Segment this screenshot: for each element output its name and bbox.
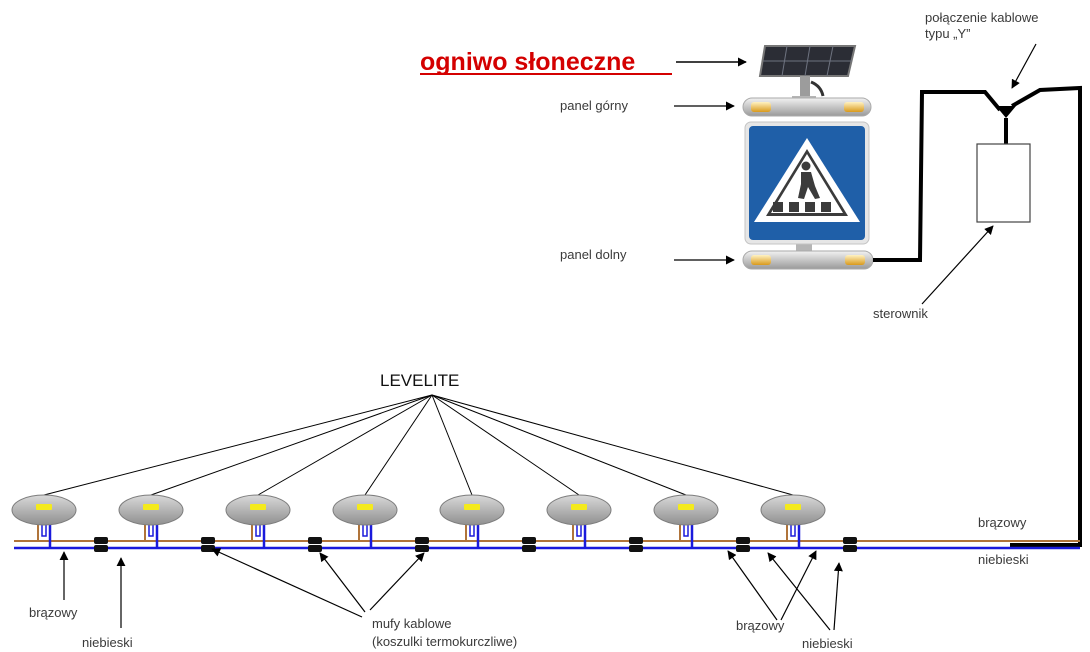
levelite-pointer-line xyxy=(43,394,433,496)
stud-lamp xyxy=(250,504,266,510)
cable-sleeve-icon xyxy=(843,537,857,552)
panel-top-label: panel górny xyxy=(560,98,628,113)
brown-wire-label-right: brązowy xyxy=(978,515,1027,530)
cable-sleeve-icon xyxy=(736,537,750,552)
cable-to-y-left xyxy=(873,90,1002,262)
sleeve-blue xyxy=(843,545,857,552)
solar-cell-title: ogniwo słoneczne xyxy=(420,48,635,76)
stud-lamp xyxy=(143,504,159,510)
cable-sleeve-icon xyxy=(522,537,536,552)
sleeve-brown xyxy=(415,537,429,544)
cable-sleeves-label-line1: mufy kablowe xyxy=(372,616,451,631)
sleeve-blue xyxy=(308,545,322,552)
sleeve-blue xyxy=(415,545,429,552)
sleeve-blue xyxy=(94,545,108,552)
stud-inner-loop xyxy=(255,522,261,537)
controller-box-icon xyxy=(976,143,1031,223)
blue-wire-label-bottom-right: niebieski xyxy=(802,636,853,651)
cable-sleeve-icon xyxy=(308,537,322,552)
stud-inner-loop xyxy=(362,522,368,537)
cable-sleeve-icon xyxy=(415,537,429,552)
brown-wire-label-bottom-right: brązowy xyxy=(736,618,785,633)
sleeve-brown xyxy=(629,537,643,544)
wire-bus xyxy=(14,540,1080,550)
cable-sleeve-row xyxy=(94,537,857,552)
levelite-label: LEVELITE xyxy=(380,371,459,390)
cable-from-y-right xyxy=(1010,85,1082,547)
levelite-pointer-line xyxy=(364,394,433,496)
road-stud-lamp-icon xyxy=(11,494,77,548)
controller-label: sterownik xyxy=(873,306,928,321)
road-stud-row xyxy=(11,494,826,548)
sleeve-brown xyxy=(522,537,536,544)
stud-lamp xyxy=(571,504,587,510)
road-stud-lamp-icon xyxy=(653,494,719,548)
road-stud-lamp-icon xyxy=(118,494,184,548)
road-stud-lamp-icon xyxy=(439,494,505,548)
levelite-pointer-line xyxy=(431,394,580,496)
brown-wire-label-left: brązowy xyxy=(29,605,78,620)
levelite-pointer-line xyxy=(431,394,687,496)
sleeve-blue xyxy=(522,545,536,552)
pole-lower xyxy=(796,244,812,252)
cable-sleeves-label-line2: (koszulki termokurczliwe) xyxy=(372,634,517,649)
blue-wire-label-left: niebieski xyxy=(82,635,133,650)
stud-inner-loop xyxy=(683,522,689,537)
controller-arrow xyxy=(921,225,994,305)
bottom-right-arrows xyxy=(727,550,843,631)
levelite-pointer-line xyxy=(431,394,794,496)
stud-lamp xyxy=(36,504,52,510)
road-stud-lamp-icon xyxy=(546,494,612,548)
bottom-lamp-panel xyxy=(742,250,874,270)
cable-sleeve-icon xyxy=(94,537,108,552)
stud-inner-loop xyxy=(41,522,47,537)
sleeve-pointer-arrows xyxy=(211,548,425,618)
stud-inner-loop xyxy=(469,522,475,537)
road-stud-lamp-icon xyxy=(760,494,826,548)
levelite-pointer-line xyxy=(431,394,473,496)
sleeve-blue xyxy=(201,545,215,552)
stud-lamp xyxy=(357,504,373,510)
stud-inner-loop xyxy=(790,522,796,537)
pedestrian-crossing-sign-icon xyxy=(744,121,870,245)
sleeve-brown xyxy=(94,537,108,544)
solar-panel-icon xyxy=(758,45,857,98)
cable-sleeve-icon xyxy=(629,537,643,552)
stud-lamp xyxy=(785,504,801,510)
levelite-pointer-lines xyxy=(43,394,794,496)
sleeve-brown xyxy=(843,537,857,544)
stud-inner-loop xyxy=(576,522,582,537)
levelite-pointer-line xyxy=(257,394,433,496)
road-stud-lamp-icon xyxy=(332,494,398,548)
y-connection-label-line2: typu „Y” xyxy=(925,26,971,41)
y-joint xyxy=(996,106,1016,118)
sleeve-brown xyxy=(201,537,215,544)
y-connection-label-line1: połączenie kablowe xyxy=(925,10,1038,25)
panel-bottom-label: panel dolny xyxy=(560,247,627,262)
sleeve-blue xyxy=(629,545,643,552)
road-stud-lamp-icon xyxy=(225,494,291,548)
levelite-pointer-line xyxy=(150,394,433,496)
stud-lamp xyxy=(464,504,480,510)
stud-inner-loop xyxy=(148,522,154,537)
blue-wire-label-right: niebieski xyxy=(978,552,1029,567)
sleeve-blue xyxy=(736,545,750,552)
sleeve-brown xyxy=(736,537,750,544)
sleeve-brown xyxy=(308,537,322,544)
top-lamp-panel xyxy=(742,97,872,117)
y-connection-arrow xyxy=(1011,43,1037,89)
stud-lamp xyxy=(678,504,694,510)
